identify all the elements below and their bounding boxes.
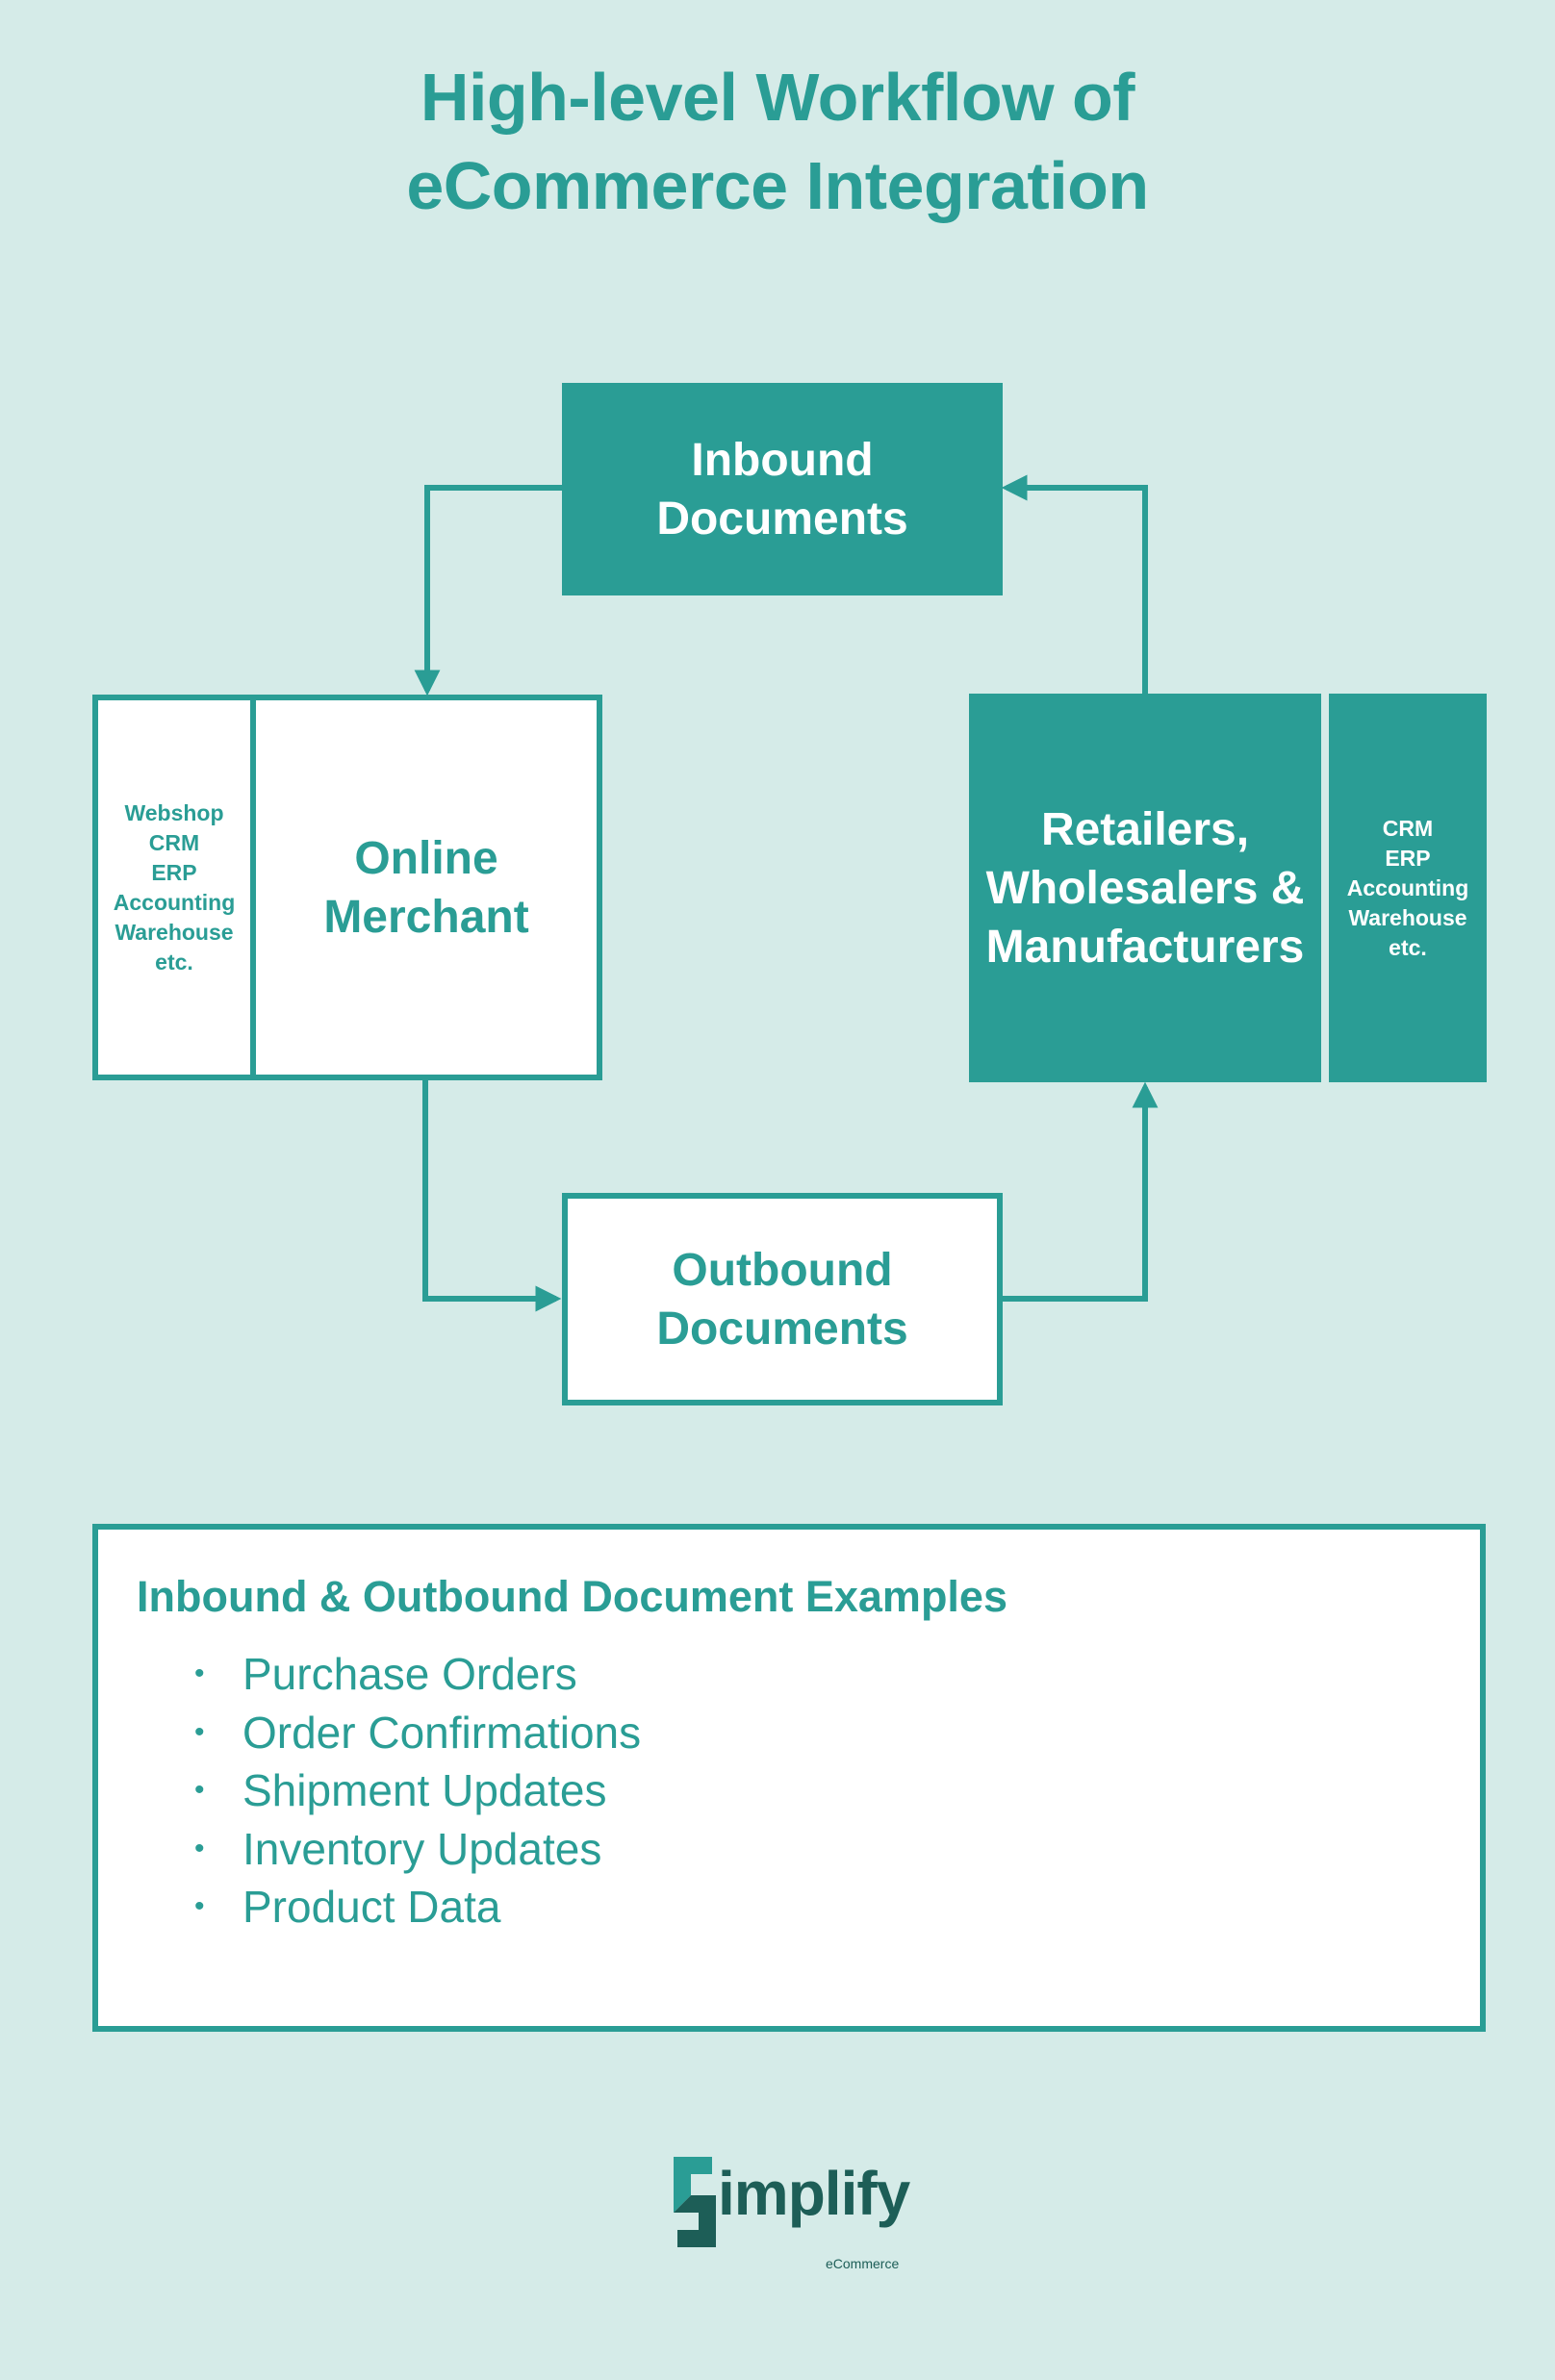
arrow-merchant-to-outbound <box>422 1079 562 1312</box>
retailer-system-item: CRM <box>1382 815 1434 841</box>
merchant-system-item: Accounting <box>113 889 236 915</box>
list-item: Shipment Updates <box>194 1761 641 1820</box>
arrow-inbound-to-merchant <box>414 485 562 696</box>
examples-list: Purchase Orders Order Confirmations Ship… <box>194 1645 641 1937</box>
merchant-systems-box: Webshop CRM ERP Accounting Warehouse etc… <box>92 695 256 1080</box>
merchant-line-1: Online <box>354 832 498 884</box>
merchant-system-item: CRM <box>148 829 200 855</box>
retailers-box: Retailers, Wholesalers & Manufacturers <box>969 694 1321 1082</box>
inbound-documents-box: Inbound Documents <box>562 383 1003 595</box>
retailer-systems-box: CRM ERP Accounting Warehouse etc. <box>1329 694 1487 1082</box>
logo-wordmark: implify <box>718 2159 910 2228</box>
examples-heading: Inbound & Outbound Document Examples <box>137 1572 1007 1621</box>
online-merchant-box: Online Merchant <box>250 695 602 1080</box>
list-item: Order Confirmations <box>194 1704 641 1762</box>
outbound-documents-box: Outbound Documents <box>562 1193 1003 1405</box>
retailer-system-item: Warehouse <box>1348 904 1467 930</box>
list-item: Product Data <box>194 1878 641 1937</box>
retailers-line-3: Manufacturers <box>985 921 1305 973</box>
merchant-system-item: etc. <box>155 949 193 975</box>
merchant-system-item: ERP <box>151 859 197 885</box>
merchant-line-2: Merchant <box>323 891 529 943</box>
inbound-line-2: Documents <box>656 493 908 544</box>
retailer-system-item: ERP <box>1385 845 1431 871</box>
retailer-system-item: Accounting <box>1346 874 1469 900</box>
list-item: Purchase Orders <box>194 1645 641 1704</box>
simplify-logo: implify eCommerce <box>664 2149 914 2271</box>
list-item: Inventory Updates <box>194 1820 641 1879</box>
inbound-line-1: Inbound <box>691 434 874 486</box>
document-examples-panel: Inbound & Outbound Document Examples Pur… <box>92 1524 1486 2032</box>
outbound-line-2: Documents <box>656 1303 908 1355</box>
outbound-line-1: Outbound <box>672 1244 893 1296</box>
title-line-2: eCommerce Integration <box>406 148 1149 223</box>
merchant-systems-list: Webshop CRM ERP Accounting Warehouse etc… <box>114 798 236 977</box>
retailers-line-1: Retailers, <box>1040 803 1250 855</box>
retailer-system-item: etc. <box>1389 934 1427 960</box>
logo-s-mark-icon <box>674 2157 716 2247</box>
page-title: High-level Workflow of eCommerce Integra… <box>0 53 1555 230</box>
retailers-line-2: Wholesalers & <box>985 862 1305 914</box>
merchant-system-item: Warehouse <box>115 919 234 945</box>
retailer-systems-list: CRM ERP Accounting Warehouse etc. <box>1347 814 1469 963</box>
arrow-retailers-to-inbound <box>1001 474 1148 694</box>
arrow-outbound-to-retailers <box>1001 1081 1159 1302</box>
logo-subtitle: eCommerce <box>826 2256 900 2271</box>
merchant-system-item: Webshop <box>124 799 224 825</box>
title-line-1: High-level Workflow of <box>420 60 1135 135</box>
